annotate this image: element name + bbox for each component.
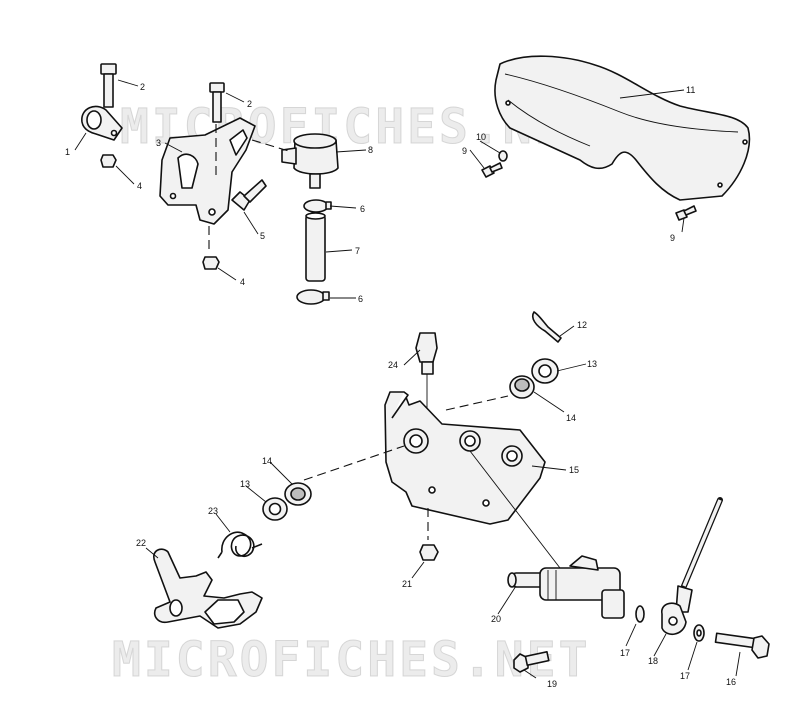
part-13-washer-b — [262, 497, 288, 521]
part-19-bolt — [513, 651, 550, 673]
callout-5: 5 — [260, 231, 265, 241]
part-20-master-cylinder — [507, 555, 625, 619]
callout-15: 15 — [569, 465, 579, 475]
callout-23: 23 — [208, 506, 218, 516]
callout-12: 12 — [577, 320, 587, 330]
callout-24: 24 — [388, 360, 398, 370]
assembly-line — [469, 450, 561, 569]
callout-21: 21 — [402, 579, 412, 589]
part-1-clamp — [81, 105, 123, 141]
callout-14-b: 14 — [262, 456, 272, 466]
callout-13-a: 13 — [587, 359, 597, 369]
watermark-bottom: MICROFICHES.NET — [112, 632, 590, 688]
part-23-spring — [217, 531, 263, 559]
part-6-clamp-b — [296, 289, 330, 305]
part-2-bolt-a — [100, 63, 117, 108]
part-21-nut — [419, 544, 439, 561]
part-2-bolt-b — [209, 82, 225, 123]
callout-2-b: 2 — [247, 99, 252, 109]
part-10-washer — [498, 150, 508, 162]
assembly-line — [445, 395, 509, 411]
part-14-bushing-a — [509, 375, 535, 399]
part-3-bracket — [159, 117, 256, 225]
part-15-bracket — [384, 391, 546, 525]
assembly-line — [251, 139, 293, 153]
callout-7: 7 — [355, 246, 360, 256]
callout-4-a: 4 — [137, 181, 142, 191]
callout-14-a: 14 — [566, 413, 576, 423]
callout-1: 1 — [65, 147, 70, 157]
part-12-cotter-pin — [531, 311, 562, 343]
callout-17-a: 17 — [620, 648, 630, 658]
part-17-washer-a — [635, 605, 645, 623]
part-4-nut-b — [202, 256, 220, 270]
part-4-nut-a — [100, 154, 117, 168]
callout-8: 8 — [368, 145, 373, 155]
part-22-pedal — [153, 548, 263, 629]
callout-22: 22 — [136, 538, 146, 548]
callout-3: 3 — [156, 138, 161, 148]
callout-4-b: 4 — [240, 277, 245, 287]
part-18-clevis-rod — [661, 497, 723, 635]
part-24-bolt — [415, 332, 438, 375]
callout-19: 19 — [547, 679, 557, 689]
part-9-screw-b — [675, 205, 697, 221]
callout-6-a: 6 — [360, 204, 365, 214]
callout-9-a: 9 — [462, 146, 467, 156]
callout-13-b: 13 — [240, 479, 250, 489]
callout-2-a: 2 — [140, 82, 145, 92]
part-17-washer-b — [693, 624, 705, 642]
part-14-bushing-b — [284, 482, 312, 506]
callout-20: 20 — [491, 614, 501, 624]
leader-lines — [74, 79, 741, 679]
part-6-clamp-a — [303, 199, 332, 213]
part-13-washer-a — [531, 358, 559, 384]
callout-6-b: 6 — [358, 294, 363, 304]
callout-16: 16 — [726, 677, 736, 687]
part-9-screw-a — [481, 162, 503, 178]
part-5-bolt — [231, 179, 267, 211]
callout-17-b: 17 — [680, 671, 690, 681]
part-11-cover — [494, 55, 751, 201]
callout-10: 10 — [476, 132, 486, 142]
callout-9-b: 9 — [670, 233, 675, 243]
part-16-bolt — [714, 632, 770, 659]
assembly-line — [303, 445, 405, 481]
part-8-reservoir — [281, 133, 339, 189]
part-7-hose — [305, 212, 326, 282]
callout-11: 11 — [686, 85, 695, 95]
callout-18: 18 — [648, 656, 658, 666]
